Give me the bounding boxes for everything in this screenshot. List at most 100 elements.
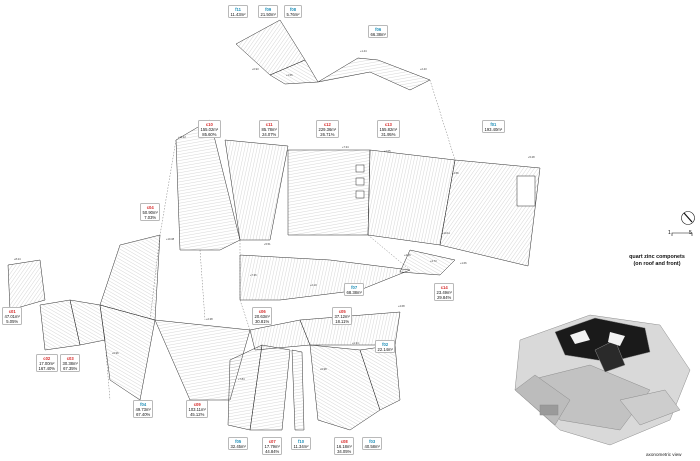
component-area: 11.34m² <box>293 443 309 449</box>
component-tag-c10: c10 155.02m² 85.60% <box>198 120 221 138</box>
component-tag-c01: c01 47.01m² 5.05% <box>2 307 23 325</box>
component-id: c10 <box>205 121 213 127</box>
component-area: 49.73m² <box>135 406 151 412</box>
component-id: c12 <box>323 121 331 127</box>
component-area: 21.50m² <box>260 11 276 17</box>
component-id: c13 <box>384 121 392 127</box>
component-area: 5.76m² <box>286 11 300 17</box>
scale-end-label: 5 <box>689 230 692 236</box>
panel-c08 <box>309 344 381 431</box>
component-area: 155.02m² <box>200 126 219 132</box>
north-arrow <box>683 212 693 223</box>
component-area: 32.45m² <box>230 443 246 449</box>
component-id: f01 <box>490 121 497 127</box>
axo-wing-right <box>619 389 681 426</box>
component-tag-c13: c13 155.82m² 31.95% <box>377 120 400 138</box>
legend-title: quart zinc componets (on roof and front) <box>614 254 700 267</box>
component-area: 20.63m² <box>254 313 270 319</box>
scale-bar <box>671 232 693 236</box>
elevation-label: +5.51 <box>264 243 271 246</box>
axo-zinc-front <box>594 339 626 373</box>
component-id: c02 <box>43 355 51 361</box>
elevation-label: +0.96 <box>112 352 119 355</box>
component-tag-f07: f07 68.38m² <box>344 283 365 296</box>
panel-c07 <box>249 344 291 431</box>
elevation-label: +7.36 <box>250 274 257 277</box>
component-tag-c08: c08 16.18m² 34.05% <box>334 437 355 455</box>
component-area: 229.36m² <box>318 126 337 132</box>
component-id: c06 <box>258 308 266 314</box>
fold-line-6 <box>429 79 456 161</box>
elevation-label: +2.38 <box>206 318 213 321</box>
fold-line-5 <box>199 249 206 321</box>
component-tag-c14: c14 23.49m² 29.84% <box>434 283 455 301</box>
component-tag-c02: c02 17.00m² 167.40% <box>36 354 58 372</box>
component-id: f03 <box>369 438 376 444</box>
component-area: 193.40m² <box>484 126 503 132</box>
component-area: 155.82m² <box>379 126 398 132</box>
component-id: f10 <box>298 438 305 444</box>
panel-f04 <box>99 304 156 401</box>
elevation-label: +5.28 <box>528 156 535 159</box>
elevation-label: +0.98 <box>320 368 327 371</box>
panel-c10 <box>175 119 241 251</box>
component-id: f08 <box>289 6 297 12</box>
panel-f10 <box>291 349 305 431</box>
component-tag-c03: c03 30.38m² 67.35% <box>60 354 81 372</box>
component-percent: 31.95% <box>381 131 396 137</box>
elevation-label: +0.93 <box>252 68 259 71</box>
component-area: 22.14m² <box>377 346 393 352</box>
roof-hatch <box>516 175 536 207</box>
component-percent: 45.12% <box>190 411 205 417</box>
component-tag-f03: f03 40.58m² <box>362 437 383 450</box>
elevation-label: +2.10 <box>310 284 317 287</box>
elevation-label: +4.68 <box>398 305 405 308</box>
component-area: 50.90m² <box>142 209 158 215</box>
component-area: 66.38m² <box>370 31 386 37</box>
panel-f01 <box>439 159 541 267</box>
axo-courtyard <box>539 404 559 416</box>
component-area: 17.00m² <box>39 360 55 366</box>
component-area: 40.58m² <box>364 443 380 449</box>
component-tag-c06: c06 20.63m² 30.81% <box>252 307 273 325</box>
elevation-label: +11.42 <box>178 136 186 139</box>
component-id: f11 <box>235 6 241 12</box>
fold-line-4 <box>104 339 111 401</box>
elevation-label: +4.46 <box>404 254 411 257</box>
elevation-label: +1.56 <box>286 74 293 77</box>
component-area: 30.38m² <box>62 360 78 366</box>
elevation-label: +7.84 <box>238 378 245 381</box>
panel-c01 <box>7 259 46 311</box>
component-tag-c05: c05 37.12m² 18.11% <box>332 307 353 325</box>
component-id: c09 <box>193 401 201 407</box>
elevation-label: +1.34 <box>352 342 359 345</box>
component-tag-f05: f05 32.45m² <box>228 437 249 450</box>
component-id: c05 <box>338 308 346 314</box>
fold-line-2 <box>239 240 251 331</box>
component-tag-f09: f09 21.50m² <box>258 5 279 18</box>
component-id: f09 <box>265 6 272 12</box>
component-tag-c12: c12 229.36m² 26.71% <box>316 120 339 138</box>
component-tag-f08: f08 5.76m² <box>284 5 303 18</box>
component-percent: 30.81% <box>255 318 270 324</box>
scale-start-label: 1 <box>668 230 671 236</box>
component-tag-f01: f01 193.40m² <box>482 120 505 133</box>
component-id: c11 <box>265 121 273 127</box>
component-id: f02 <box>382 341 389 347</box>
component-tag-f10: f10 11.34m² <box>291 437 312 450</box>
component-percent: 26.71% <box>320 131 335 137</box>
skylight-3 <box>355 190 365 199</box>
elevation-label: +8.24 <box>14 258 21 261</box>
legend-title-line-1: quart zinc componets <box>629 254 685 260</box>
component-tag-c07: c07 17.79m² 44.84% <box>262 437 283 455</box>
component-id: c04 <box>146 204 154 210</box>
component-area: 37.12m² <box>334 313 350 319</box>
component-percent: 67.35% <box>63 365 78 371</box>
component-area: 11.43m² <box>230 11 246 17</box>
elevation-label: +1.66 <box>460 262 467 265</box>
elevation-label: +1.44 <box>360 50 367 53</box>
component-tag-c09: c09 103.11m² 45.12% <box>186 400 209 418</box>
elevation-label: +2.43 <box>420 68 427 71</box>
elevation-label: +10.38 <box>166 238 175 241</box>
